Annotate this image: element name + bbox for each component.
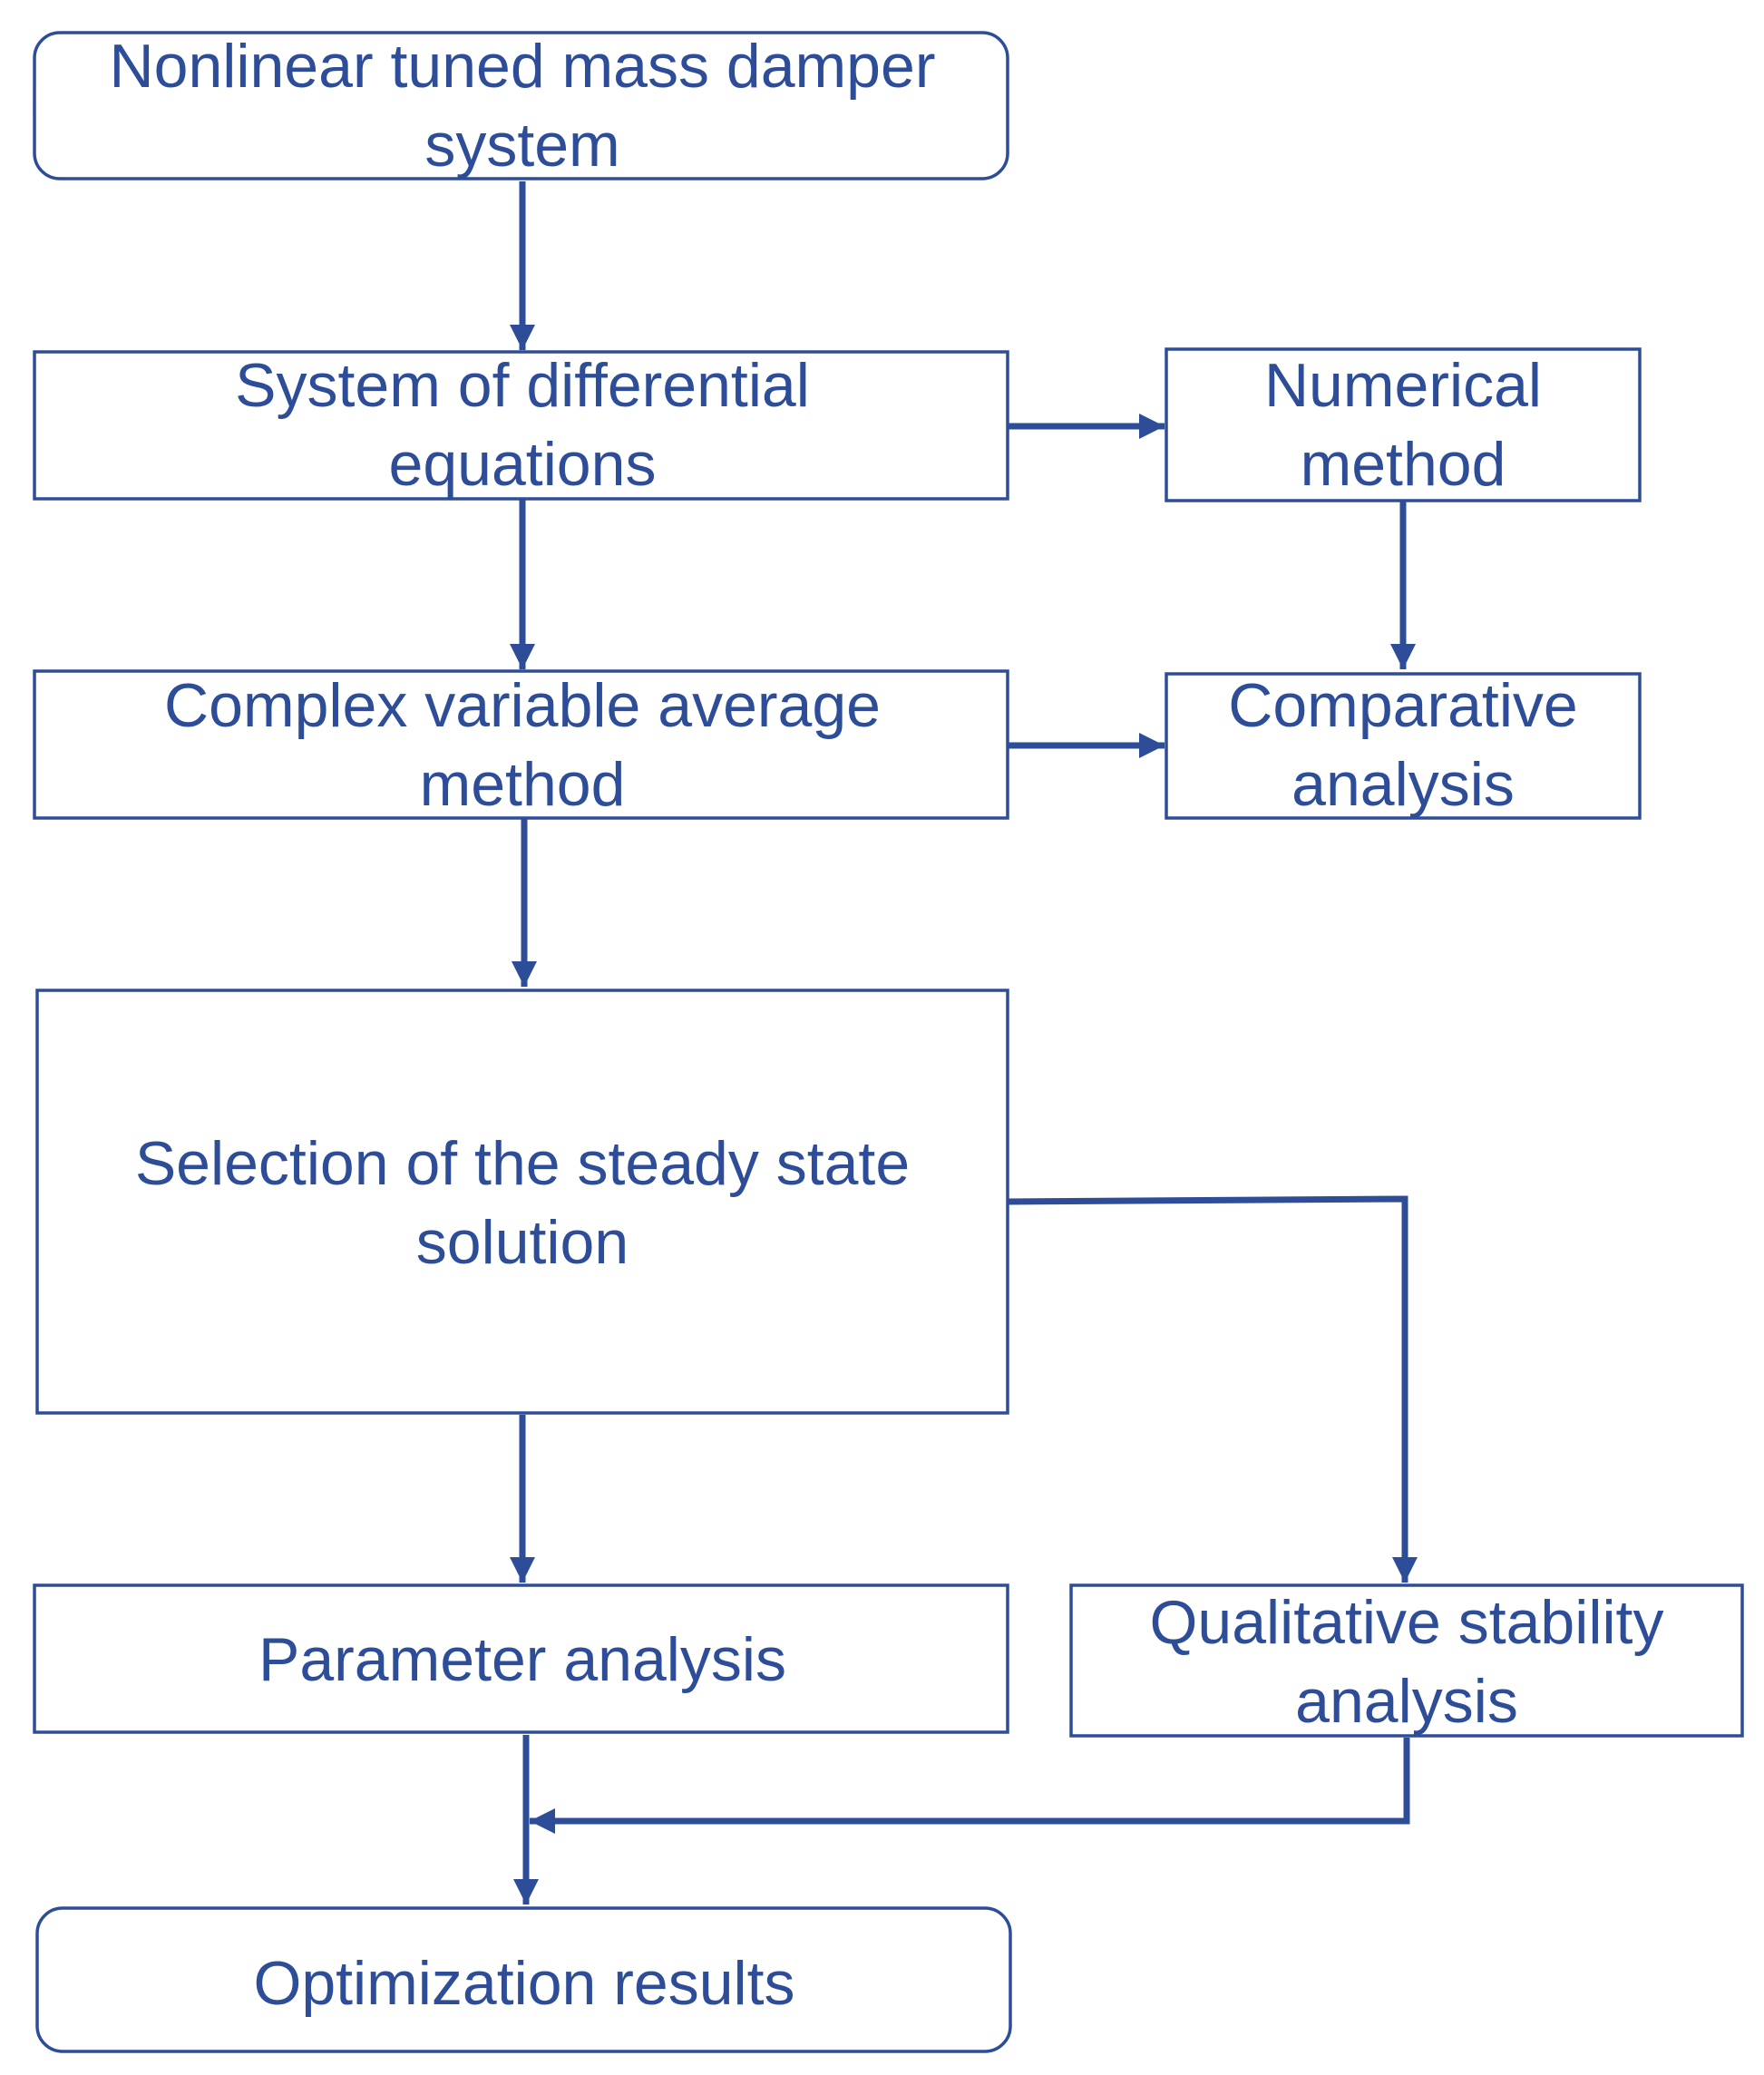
node-steady-state-solution-line2: solution (416, 1208, 629, 1277)
edges (510, 181, 1418, 1905)
node-differential-equations-line1: System of differential (235, 351, 810, 420)
node-comparative-analysis: Comparative analysis (1165, 671, 1642, 820)
node-numerical-method-line2: method (1301, 430, 1506, 499)
node-complex-variable-average-method-line2: method (420, 750, 626, 819)
node-qualitative-stability-analysis-line1: Qualitative stability (1150, 1588, 1664, 1657)
node-comparative-analysis-line1: Comparative (1228, 671, 1578, 740)
node-optimization-results: Optimization results (35, 1906, 1012, 2053)
node-differential-equations: System of differential equations (33, 350, 1009, 501)
node-differential-equations-line2: equations (389, 430, 657, 499)
node-nonlinear-tmd-system: Nonlinear tuned mass damper system (33, 31, 1009, 180)
node-numerical-method: Numerical method (1165, 347, 1642, 502)
node-parameter-analysis-line1: Parameter analysis (258, 1625, 786, 1694)
node-optimization-results-line1: Optimization results (253, 1949, 794, 2018)
node-steady-state-solution-line1: Selection of the steady state (135, 1129, 910, 1198)
node-qualitative-stability-analysis: Qualitative stability analysis (1069, 1583, 1744, 1738)
node-steady-state-solution: Selection of the steady state solution (35, 989, 1009, 1415)
node-comparative-analysis-line2: analysis (1291, 750, 1515, 819)
node-complex-variable-average-method-line1: Complex variable average (164, 671, 881, 740)
node-nonlinear-tmd-system-line2: system (424, 111, 619, 180)
node-parameter-analysis: Parameter analysis (33, 1583, 1009, 1734)
node-numerical-method-line1: Numerical (1264, 351, 1542, 420)
node-nonlinear-tmd-system-line1: Nonlinear tuned mass damper (110, 32, 936, 101)
node-complex-variable-average-method: Complex variable average method (33, 669, 1009, 820)
edge-steady-state-to-stability-analysis (1008, 1195, 1418, 1583)
node-qualitative-stability-analysis-line2: analysis (1295, 1667, 1518, 1736)
edge-stability-analysis-to-optimization-results (530, 1738, 1410, 1834)
